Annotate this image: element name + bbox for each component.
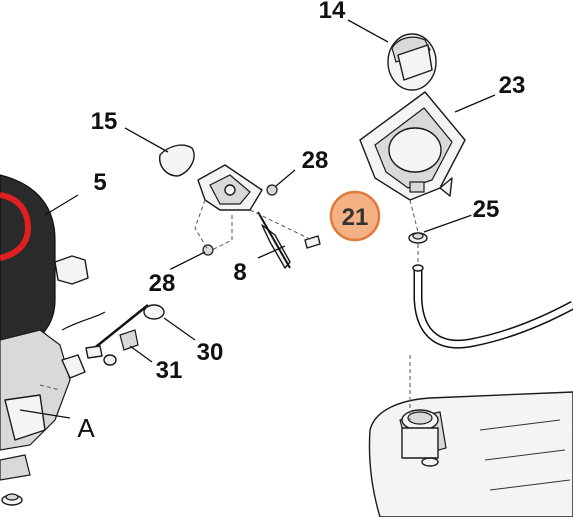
callout-label-14: 14 xyxy=(319,0,346,24)
callout-label-28-upper: 28 xyxy=(302,147,329,174)
callout-label-31: 31 xyxy=(156,357,183,384)
fuel-tank-part xyxy=(368,391,573,517)
leader-lines xyxy=(19,19,496,419)
callout-23: 23 xyxy=(496,68,528,100)
callout-21-highlighted: 21 xyxy=(329,190,381,242)
fitting-part xyxy=(103,329,139,366)
gasket-part xyxy=(85,304,165,359)
nut-part-lower xyxy=(202,244,214,256)
fuel-hose-part xyxy=(412,264,573,349)
callout-30: 30 xyxy=(194,336,226,368)
callout-28-lower: 28 xyxy=(146,267,178,299)
callout-15: 15 xyxy=(88,105,120,137)
callout-label-15: 15 xyxy=(91,108,118,135)
callout-label-21: 21 xyxy=(342,204,369,231)
screw-part xyxy=(304,235,321,249)
callout-label-8: 8 xyxy=(233,259,246,286)
hose-clamp-part xyxy=(408,232,428,244)
callout-25: 25 xyxy=(470,193,502,225)
alignment-lines xyxy=(39,199,419,420)
callout-label-A: A xyxy=(77,413,95,443)
callout-8: 8 xyxy=(226,258,254,286)
nut-part-upper xyxy=(266,184,278,196)
callout-A: A xyxy=(77,413,95,443)
filler-housing-part xyxy=(359,91,466,201)
fuel-cap-part xyxy=(387,33,437,91)
callout-label-23: 23 xyxy=(499,72,526,99)
callout-14: 14 xyxy=(316,0,348,26)
callout-label-30: 30 xyxy=(197,339,224,366)
callout-31: 31 xyxy=(153,354,185,386)
callout-label-28-lower: 28 xyxy=(149,270,176,297)
cover-part xyxy=(159,144,195,177)
engine-assembly xyxy=(0,174,106,506)
callout-label-25: 25 xyxy=(473,196,500,223)
callout-28-upper: 28 xyxy=(299,144,331,176)
callout-5: 5 xyxy=(84,166,116,198)
callout-label-5: 5 xyxy=(93,169,106,196)
